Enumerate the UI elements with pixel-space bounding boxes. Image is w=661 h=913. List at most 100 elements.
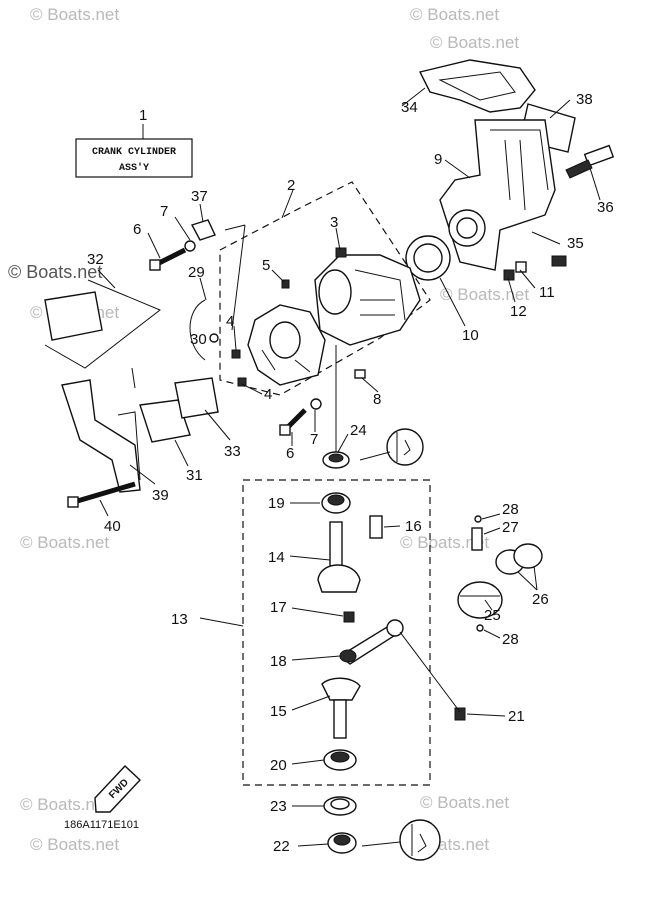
- crankshaft-lower: [321, 677, 361, 739]
- crankpin-16: [369, 515, 383, 539]
- watermark-text: © Boats.net: [8, 262, 102, 282]
- callout-8: 8: [373, 391, 381, 408]
- callout-19: 19: [268, 495, 285, 512]
- watermark-text: © Boats.net: [430, 33, 519, 52]
- watermarks: © Boats.net © Boats.net © Boats.net © Bo…: [8, 5, 529, 854]
- callout-16: 16: [405, 518, 422, 535]
- callout-1: 1: [139, 107, 147, 124]
- clip-28b: [476, 624, 484, 632]
- dowel-8: [354, 369, 366, 379]
- callout-25: 25: [484, 607, 501, 624]
- reed-valve-plate: [44, 291, 103, 341]
- reed-block: [139, 399, 191, 443]
- bearing-24: [322, 451, 350, 469]
- watermark-text: © Boats.net: [420, 793, 509, 812]
- callout-13: 13: [171, 611, 188, 628]
- mounting-bracket: [61, 379, 141, 493]
- exhaust-gasket: [418, 59, 536, 113]
- watermark-text: © Boats.net: [410, 5, 499, 24]
- crankshaft-group-outline: [242, 479, 431, 786]
- callout-7: 7: [310, 431, 318, 448]
- bearing-17: [343, 611, 355, 623]
- callout-26: 26: [532, 591, 549, 608]
- washer-11: [515, 261, 527, 273]
- callout-37: 37: [191, 188, 208, 205]
- callout-6: 6: [286, 445, 294, 462]
- washer-7a: [184, 240, 196, 252]
- callout-labels: 1 2 3 4 4 5 6 6 7 7 8 9 10 11 12 13 14 1…: [87, 91, 614, 855]
- detail-inset-upper: [386, 428, 424, 466]
- watermark-text: © Boats.net: [440, 285, 529, 304]
- cylinder-head-seal: [405, 235, 451, 281]
- watermark-text: © Boats.net: [20, 795, 109, 814]
- bearing-20: [323, 749, 357, 771]
- callout-34: 34: [401, 99, 418, 116]
- callout-7: 7: [160, 203, 168, 220]
- cylinder-group-outline: [219, 181, 431, 396]
- callout-5: 5: [262, 257, 270, 274]
- callout-18: 18: [270, 653, 287, 670]
- callout-15: 15: [270, 703, 287, 720]
- callout-4: 4: [226, 313, 234, 330]
- callout-31: 31: [186, 467, 203, 484]
- bolt-6a: [149, 247, 187, 271]
- callout-20: 20: [270, 757, 287, 774]
- gasket-33: [174, 377, 219, 419]
- callout-2: 2: [287, 177, 295, 194]
- fwd-arrow-icon: FWD: [94, 765, 141, 813]
- callout-23: 23: [270, 798, 287, 815]
- cylinder-cover: [439, 119, 556, 271]
- assembly-box-line2: ASS'Y: [119, 162, 149, 174]
- callout-24: 24: [350, 422, 367, 439]
- watermark-text: © Boats.net: [20, 533, 109, 552]
- callout-32: 32: [87, 251, 104, 268]
- callout-35: 35: [567, 235, 584, 252]
- pin-4a: [231, 349, 241, 359]
- bolt-35: [551, 255, 567, 267]
- pin-4b: [237, 377, 247, 387]
- callout-29: 29: [188, 264, 205, 281]
- crankshaft-upper: [317, 521, 361, 593]
- detail-inset-lower: [399, 819, 441, 861]
- callout-6: 6: [133, 221, 141, 238]
- bracket-37: [190, 219, 216, 241]
- piston-rings: [495, 543, 543, 575]
- callout-40: 40: [104, 518, 121, 535]
- callout-28: 28: [502, 631, 519, 648]
- callout-4: 4: [264, 386, 272, 403]
- callout-21: 21: [508, 708, 525, 725]
- bolt-40: [73, 481, 136, 505]
- watermark-text: © Boats.net: [30, 5, 119, 24]
- callout-11: 11: [539, 284, 555, 301]
- callout-28: 28: [502, 501, 519, 518]
- bearing-22: [327, 832, 357, 854]
- callout-12: 12: [510, 303, 527, 320]
- spark-plug: [565, 144, 615, 179]
- seal-23: [323, 796, 357, 816]
- bearing-19: [321, 492, 351, 514]
- watermark-text: © Boats.net: [400, 533, 489, 552]
- circlip-ring: [189, 299, 206, 361]
- assembly-box-line1: CRANK CYLINDER: [92, 147, 176, 158]
- callout-39: 39: [152, 487, 169, 504]
- callout-38: 38: [576, 91, 593, 108]
- clip-30: [209, 333, 219, 343]
- assembly-box: CRANK CYLINDER ASS'Y: [75, 124, 193, 178]
- nut-12: [503, 269, 515, 281]
- callout-33: 33: [224, 443, 241, 460]
- callout-17: 17: [270, 599, 287, 616]
- leader-lines: [97, 87, 601, 847]
- callout-36: 36: [597, 199, 614, 216]
- callout-30: 30: [190, 331, 207, 348]
- callout-14: 14: [268, 549, 285, 566]
- clip-28a: [474, 515, 482, 523]
- piston-pin: [471, 527, 483, 551]
- watermark-text: © Boats.net: [30, 835, 119, 854]
- connecting-rod: [338, 619, 404, 665]
- needle-bearing-21: [454, 707, 466, 721]
- drawing-code: 186A1171E101: [64, 819, 139, 831]
- callout-27: 27: [502, 519, 519, 536]
- callout-10: 10: [462, 327, 479, 344]
- screw-5: [281, 279, 290, 289]
